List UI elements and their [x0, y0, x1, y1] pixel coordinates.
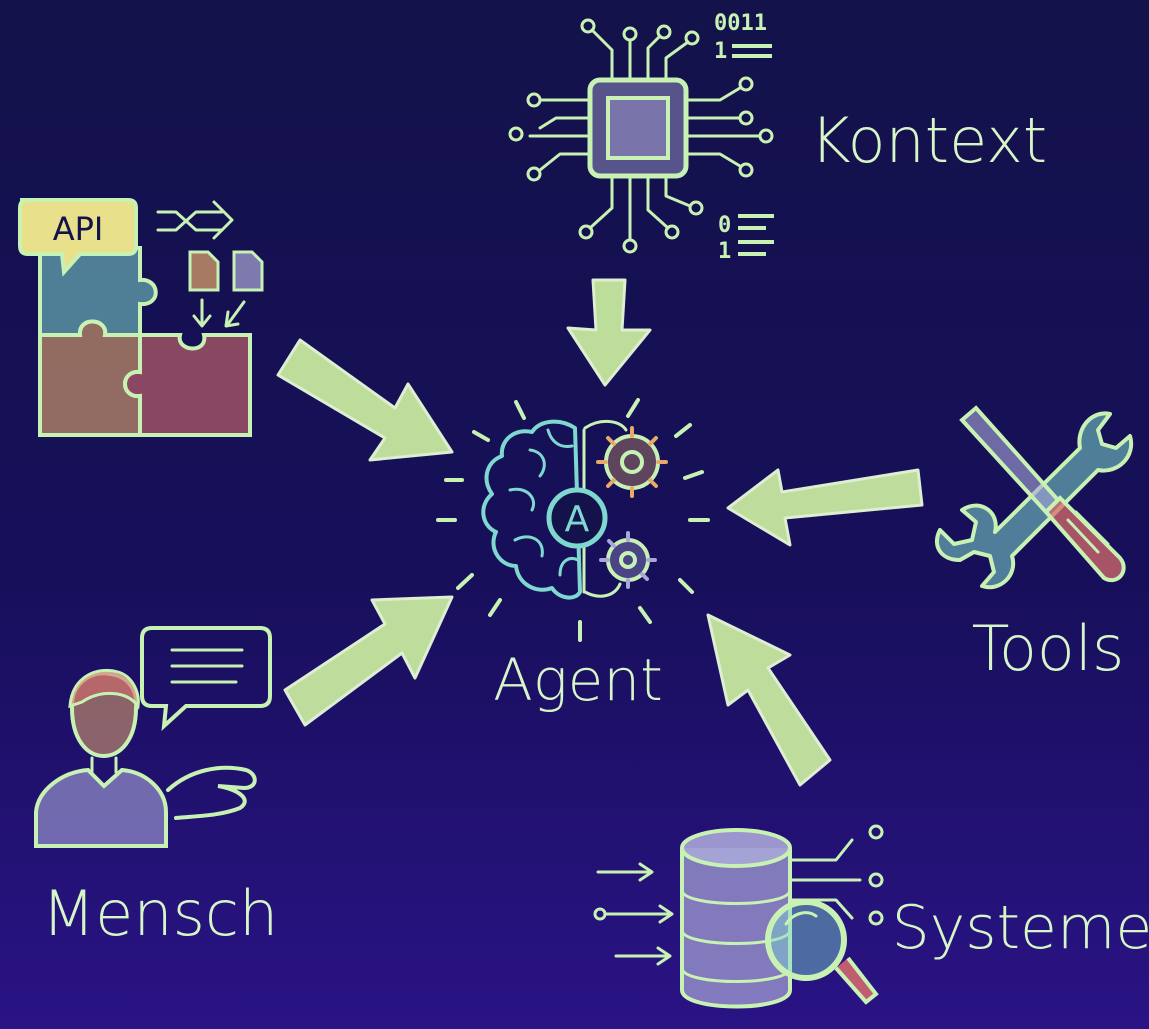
svg-text:1: 1 — [714, 39, 727, 64]
mensch-label: Mensch — [42, 877, 279, 950]
arrow-tools-to-agent — [726, 468, 924, 547]
agent-badge-letter: A — [565, 499, 590, 540]
tools-label: Tools — [972, 612, 1125, 685]
agent-label: Agent — [493, 646, 663, 714]
kontext-label: Kontext — [810, 104, 1047, 177]
arrow-kontext-to-agent — [566, 278, 652, 387]
database-icon — [593, 824, 884, 1009]
shuffle-icon — [156, 200, 234, 240]
agent-icon: A — [436, 398, 710, 642]
api-label: API — [53, 210, 104, 248]
binary-bottom-icon: 0 1 — [718, 213, 774, 264]
arrow-mensch-to-agent — [283, 595, 454, 727]
svg-text:0: 0 — [718, 213, 731, 238]
puzzle-icon: API — [18, 198, 264, 437]
svg-text:0011: 0011 — [714, 11, 767, 36]
document-icon — [188, 250, 264, 292]
chip-icon — [508, 18, 774, 254]
arrow-api-to-agent — [276, 338, 454, 462]
svg-text:1: 1 — [718, 239, 731, 264]
gear-icon — [596, 426, 668, 498]
systeme-label: Systeme — [892, 893, 1149, 963]
tools-icon — [934, 405, 1134, 590]
chat-bubble-icon — [140, 626, 272, 731]
magnifier-icon — [765, 899, 879, 1005]
arrow-systeme-to-agent — [706, 613, 832, 787]
gear-small-icon — [599, 531, 657, 589]
binary-top-icon: 0011 1 — [714, 11, 772, 64]
person-icon — [34, 626, 272, 848]
